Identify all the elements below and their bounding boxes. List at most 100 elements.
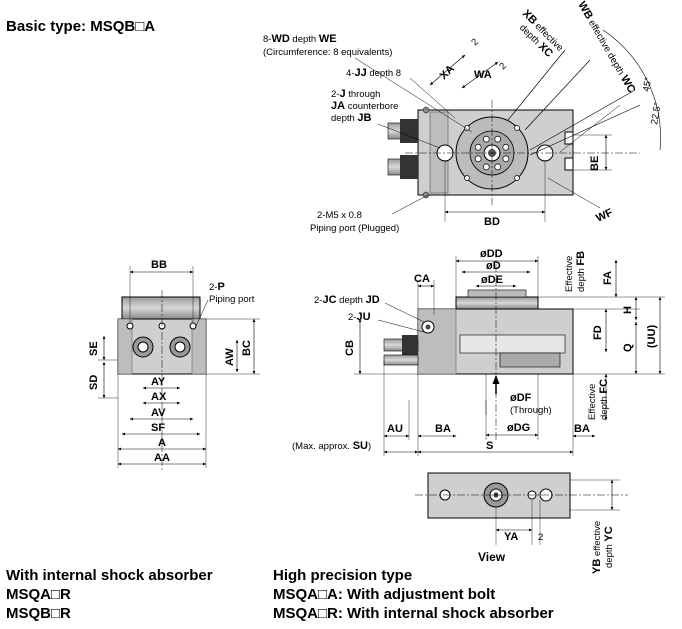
q-label: Q <box>622 343 634 352</box>
counterbore-text: counterbore <box>345 101 398 112</box>
right-port-upper <box>564 131 574 145</box>
wa-label: WA <box>474 69 492 81</box>
jd-label: JD <box>366 294 380 306</box>
wd-hole <box>482 163 490 171</box>
cb-label: CB <box>344 340 356 356</box>
footer-left-line-1: With internal shock absorber <box>6 567 213 584</box>
yb-label: YB <box>591 559 603 574</box>
fb-effective: Effective <box>564 256 575 292</box>
de-label: øDE <box>481 274 503 286</box>
svg-text:(Max. approx. SU): (Max. approx. SU) <box>292 440 371 452</box>
a-label: A <box>158 437 166 449</box>
wb-effective-depth: effective depth <box>585 16 628 79</box>
av-label: AV <box>151 407 166 419</box>
fa-label: FA <box>602 271 614 285</box>
yc-label: YC <box>603 526 615 541</box>
jj-label: JJ <box>354 67 366 79</box>
ya-two: 2 <box>538 532 543 543</box>
wd-hole <box>494 135 502 143</box>
wf-label: WF <box>594 206 615 224</box>
yb-effective: effective <box>592 521 603 559</box>
dg-label: øDG <box>507 422 530 434</box>
piping-plugged-label: Piping port (Plugged) <box>310 223 399 234</box>
fc-effective: Effective <box>587 384 598 420</box>
svg-text:depth FB: depth FB <box>575 251 587 292</box>
page-heading: Basic type: MSQB□A <box>6 18 156 35</box>
right-port-lower <box>564 157 574 171</box>
wa-two: 2 <box>497 61 509 73</box>
h-label: H <box>622 306 634 314</box>
jj-prefix: 4- <box>346 68 354 79</box>
wd-hole <box>502 155 510 163</box>
df-label: øDF <box>510 392 532 404</box>
footer-right-line-2: MSQA□A: With adjustment bolt <box>273 586 496 603</box>
jj-hole <box>514 125 520 131</box>
se-label: SE <box>88 341 100 356</box>
wd-holes <box>474 135 510 171</box>
footer-right-line-1: High precision type <box>273 567 413 584</box>
jj-depth-text: depth 8 <box>367 68 401 79</box>
svg-text:4-JJ depth 8: 4-JJ depth 8 <box>346 67 401 79</box>
fb-depth: depth <box>576 266 587 292</box>
ba-label-right: BA <box>574 423 590 435</box>
through-label: (Through) <box>510 405 552 416</box>
max-su-close: ) <box>368 441 371 452</box>
ja-label: JA <box>331 100 345 112</box>
bc-label: BC <box>241 340 253 356</box>
top-view: 8-WD depth WE (Circumference: 8 equivale… <box>263 0 664 234</box>
jc-label: JC <box>322 294 336 306</box>
svg-text:WB effective depth WC: WB effective depth WC <box>575 0 637 95</box>
wd-label: WD <box>271 33 289 45</box>
angle-45: 45° <box>641 76 654 92</box>
ay-label: AY <box>151 376 166 388</box>
jb-depth-text: depth <box>331 113 357 124</box>
svg-text:2-J through: 2-J through <box>331 88 380 100</box>
d-label: øD <box>486 260 501 272</box>
s-label: S <box>486 440 493 452</box>
ya-label: YA <box>504 531 518 543</box>
fb-label: FB <box>575 251 587 266</box>
aa-label: AA <box>154 452 170 464</box>
wd-hole <box>474 143 482 151</box>
j-through-text: through <box>346 89 381 100</box>
be-label: BE <box>589 156 601 171</box>
fc-label: FC <box>598 379 610 394</box>
svg-text:JA counterbore: JA counterbore <box>331 100 398 112</box>
xa-label: XA <box>438 63 457 82</box>
bb-label: BB <box>151 259 167 271</box>
footer-left: With internal shock absorber MSQA□R MSQB… <box>6 566 213 623</box>
fd-label: FD <box>592 325 604 340</box>
m5-label: 2-M5 x 0.8 <box>317 210 362 221</box>
p-label: P <box>217 281 224 293</box>
jj-hole <box>464 125 470 131</box>
su-label: SU <box>353 440 368 452</box>
wd-hole <box>474 155 482 163</box>
svg-text:2-P: 2-P <box>209 281 225 293</box>
jj-hole <box>464 175 470 181</box>
jj-hole <box>514 175 520 181</box>
svg-text:YB effective: YB effective <box>591 521 603 574</box>
footer-left-line-2: MSQA□R <box>6 586 71 603</box>
j-label: J <box>339 88 345 100</box>
ax-label: AX <box>151 391 167 403</box>
svg-text:2-JC depth JD: 2-JC depth JD <box>314 294 380 306</box>
wc-label: WC <box>618 73 638 95</box>
we-label: WE <box>319 33 337 45</box>
jb-label: JB <box>357 112 371 124</box>
svg-text:depth JB: depth JB <box>331 112 372 124</box>
ba-label-left: BA <box>435 423 451 435</box>
side-view: BB 2-P Piping port SE SD AW BC AY AX AV … <box>88 259 260 470</box>
footer-left-line-3: MSQB□R <box>6 605 71 622</box>
ca-label: CA <box>414 273 430 285</box>
svg-text:depth YC: depth YC <box>603 526 615 568</box>
footer-right-line-3: MSQA□R: With internal shock absorber <box>273 605 554 622</box>
sf-label: SF <box>151 422 165 434</box>
front-table <box>455 296 539 310</box>
front-view: øDD øD øDE CA 2-JC depth JD 2-JU CB Effe… <box>292 248 665 456</box>
dd-label: øDD <box>480 248 503 260</box>
svg-text:8-WD depth WE: 8-WD depth WE <box>263 33 337 45</box>
fc-depth: depth <box>599 394 610 420</box>
xa-two: 2 <box>469 37 481 49</box>
aw-label: AW <box>224 348 236 366</box>
